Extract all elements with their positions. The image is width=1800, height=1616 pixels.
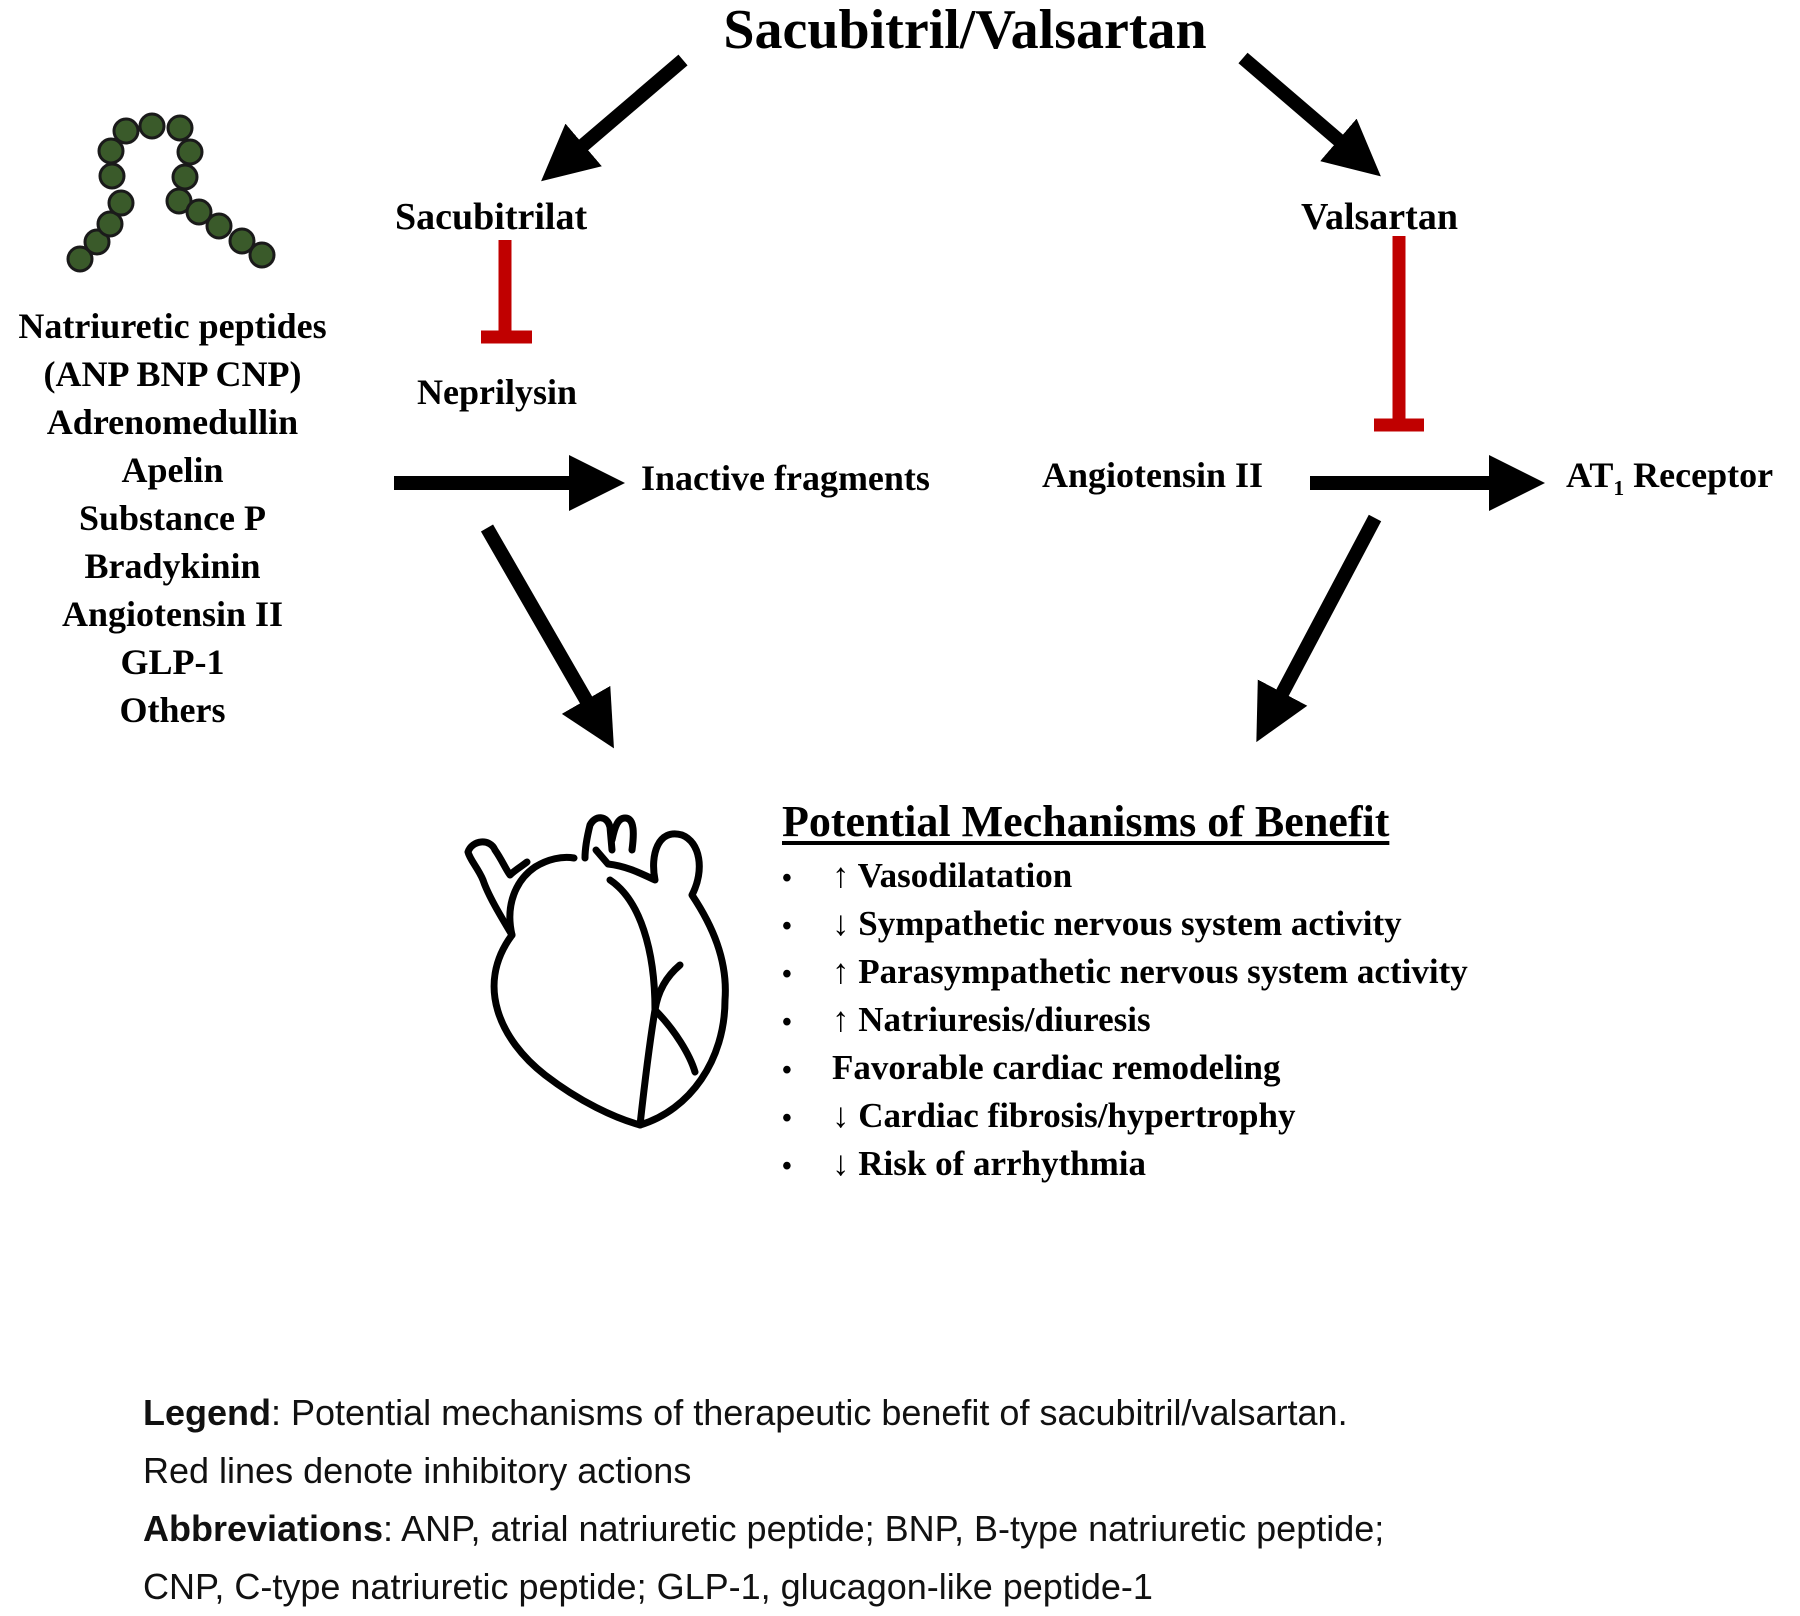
substrate-item: Angiotensin II <box>61 594 284 634</box>
angiotensin-ii-label: Angiotensin II <box>1042 455 1264 495</box>
benefit-text: ↓ Cardiac fibrosis/hypertrophy <box>832 1096 1296 1135</box>
benefit-item: • ↓ Sympathetic nervous system activity <box>782 900 1468 948</box>
substrate-item: Others <box>119 690 226 730</box>
abbreviations-label: Abbreviations <box>143 1508 384 1549</box>
neprilysin-label: Neprilysin <box>417 372 578 412</box>
at1-receptor-label: AT1 Receptor <box>1566 457 1773 500</box>
inhibition-valsartan-angiotensin <box>1374 236 1424 432</box>
substrate-list: Natriuretic peptides (ANP BNP CNP) Adren… <box>0 302 345 734</box>
benefit-item: • ↑ Parasympathetic nervous system activi… <box>782 948 1468 996</box>
bullet-icon: • <box>782 959 792 990</box>
benefit-text: ↑ Natriuresis/diuresis <box>832 1000 1151 1039</box>
arrow-to-valsartan <box>1238 52 1381 177</box>
bullet-icon: • <box>782 863 792 894</box>
sacubitrilat-label: Sacubitrilat <box>395 196 588 238</box>
substrate-item: Bradykinin <box>84 546 261 586</box>
legend-label: Legend <box>143 1392 272 1433</box>
legend-text: : Potential mechanisms of therapeutic be… <box>271 1392 1348 1433</box>
legend-line: Red lines denote inhibitory actions <box>143 1450 692 1491</box>
at1-receptor-prefix: AT <box>1566 455 1614 495</box>
legend-caption: Legend: Potential mechanisms of therapeu… <box>143 1384 1384 1616</box>
at1-receptor-subscript: 1 <box>1613 476 1625 501</box>
arrow-at1-to-heart <box>1256 514 1382 743</box>
substrate-item: Adrenomedullin <box>46 402 299 442</box>
peptide-chain-icon <box>66 112 276 273</box>
at1-receptor-suffix: Receptor <box>1624 455 1774 495</box>
benefit-item: • ↓ Risk of arrhythmia <box>782 1140 1468 1188</box>
abbreviations-text: : ANP, atrial natriuretic peptide; BNP, … <box>383 1508 1385 1549</box>
substrate-item: Natriuretic peptides <box>18 306 327 346</box>
benefit-text: ↓ Risk of arrhythmia <box>832 1144 1147 1183</box>
heart-outline-icon <box>464 814 729 1129</box>
benefit-text: ↓ Sympathetic nervous system activity <box>832 904 1402 943</box>
benefit-item: • Favorable cardiac remodeling <box>782 1044 1468 1092</box>
arrow-substrates-to-heart <box>480 524 614 749</box>
bullet-icon: • <box>782 1103 792 1134</box>
valsartan-label: Valsartan <box>1301 196 1458 238</box>
bullet-icon: • <box>782 1151 792 1182</box>
bullet-icon: • <box>782 911 792 942</box>
benefit-item: • ↓ Cardiac fibrosis/hypertrophy <box>782 1092 1468 1140</box>
benefit-item: • ↑ Natriuresis/diuresis <box>782 996 1468 1044</box>
inhibition-sacubitrilat-neprilysin <box>481 240 532 344</box>
inactive-fragments-label: Inactive fragments <box>641 458 930 498</box>
legend-line: Legend: Potential mechanisms of therapeu… <box>143 1384 1384 1442</box>
benefit-text: ↑ Parasympathetic nervous system activit… <box>832 952 1468 991</box>
abbreviations-line: Abbreviations: ANP, atrial natriuretic p… <box>143 1500 1384 1558</box>
arrow-to-sacubitrilat <box>541 54 688 182</box>
bullet-icon: • <box>782 1055 792 1086</box>
abbreviations-line: CNP, C-type natriuretic peptide; GLP-1, … <box>143 1566 1153 1607</box>
substrate-item: GLP-1 <box>120 642 225 682</box>
benefit-text: ↑ Vasodilatation <box>832 856 1073 895</box>
substrate-item: (ANP BNP CNP) <box>43 354 302 394</box>
substrate-item: Apelin <box>121 450 224 490</box>
benefit-item: • ↑ Vasodilatation <box>782 852 1468 900</box>
bullet-icon: • <box>782 1007 792 1038</box>
benefit-text: Favorable cardiac remodeling <box>832 1048 1281 1087</box>
diagram-title: Sacubitril/Valsartan <box>723 0 1207 61</box>
benefits-title: Potential Mechanisms of Benefit <box>782 797 1390 846</box>
substrate-item: Substance P <box>78 498 267 538</box>
benefits-list: • ↑ Vasodilatation • ↓ Sympathetic nervous… <box>782 852 1468 1188</box>
